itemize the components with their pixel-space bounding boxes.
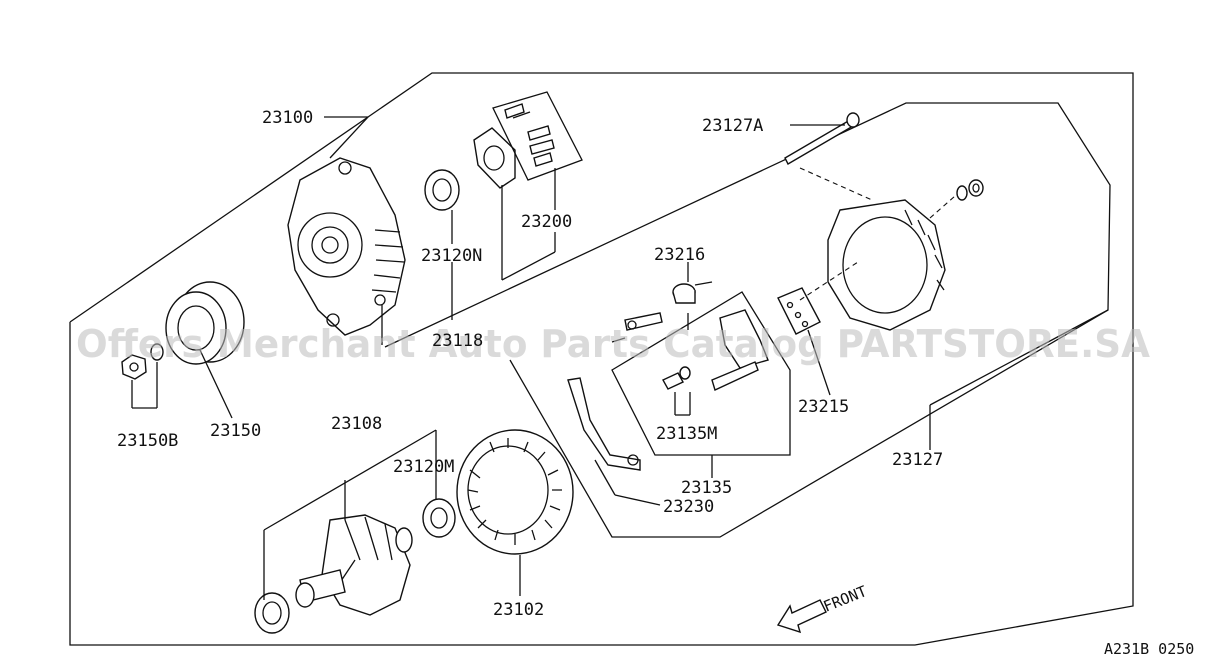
stator-part[interactable] [456, 429, 574, 555]
part-label-23215[interactable]: 23215 [798, 397, 849, 417]
part-label-23127[interactable]: 23127 [892, 450, 943, 470]
front-direction-label: FRONT [821, 582, 870, 616]
part-label-23135[interactable]: 23135 [681, 478, 732, 498]
pulley-part[interactable] [165, 281, 245, 365]
part-label-23150[interactable]: 23150 [210, 421, 261, 441]
watermark-text: Offers Merchant Auto Parts Catalog PARTS… [76, 322, 1151, 366]
front-direction-arrow-icon [776, 599, 827, 634]
regulator-part[interactable] [611, 291, 791, 456]
part-label-23100[interactable]: 23100 [262, 108, 313, 128]
part-label-23216[interactable]: 23216 [654, 245, 705, 265]
part-label-23200[interactable]: 23200 [521, 212, 572, 232]
front-housing-part[interactable] [287, 157, 406, 336]
part-label-23120m[interactable]: 23120M [393, 457, 454, 477]
outer-assembly-frame [69, 72, 1134, 646]
part-label-23127a[interactable]: 23127A [702, 116, 763, 136]
part-label-23230[interactable]: 23230 [663, 497, 714, 517]
rear-cover-part[interactable] [827, 179, 984, 331]
terminal-alignment-dash [799, 261, 859, 301]
front-bearing-part[interactable] [424, 169, 460, 211]
part-label-23120n[interactable]: 23120N [421, 246, 482, 266]
cover-alignment-dash [929, 195, 956, 219]
part-label-23150b[interactable]: 23150B [117, 431, 178, 451]
leader-lines [131, 116, 1109, 600]
pulley-nut-part[interactable] [121, 343, 164, 380]
rear-bearing-part[interactable] [422, 498, 456, 538]
diode-plate-part[interactable] [567, 377, 641, 471]
through-bolt-part[interactable] [784, 112, 860, 165]
bolt-alignment-dash [799, 167, 873, 201]
part-label-23102[interactable]: 23102 [493, 600, 544, 620]
rotor-part[interactable] [254, 514, 413, 634]
condenser-part[interactable] [672, 281, 713, 304]
part-label-23135m[interactable]: 23135M [656, 424, 717, 444]
diagram-code: A231B 0250 [1104, 640, 1194, 658]
bearing-retainer-part[interactable] [473, 127, 516, 189]
screw-set-part[interactable] [492, 91, 583, 181]
rear-assembly-frame [384, 102, 1111, 538]
terminal-insulator-part[interactable] [777, 287, 821, 335]
part-label-23108[interactable]: 23108 [331, 414, 382, 434]
brush-part[interactable] [662, 366, 691, 390]
part-label-23118[interactable]: 23118 [432, 331, 483, 351]
